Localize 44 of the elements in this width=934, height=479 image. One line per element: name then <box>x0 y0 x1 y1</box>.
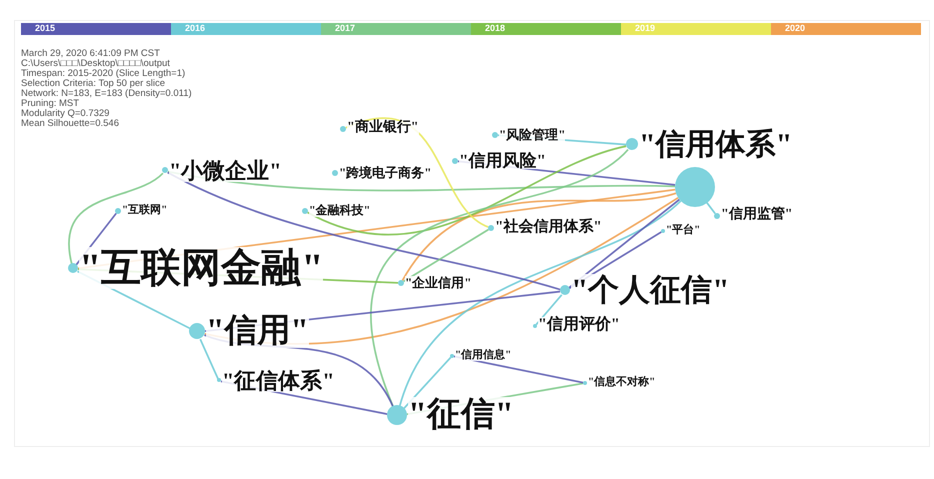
info-text: Selection Criteria: Top 50 per slice <box>21 79 165 89</box>
keyword-label: "信用评价" <box>538 317 620 334</box>
keyword-label: "信用监管" <box>721 208 793 223</box>
info-text: Modularity Q=0.7329 <box>21 109 110 119</box>
keyword-label: "小微企业" <box>169 158 282 182</box>
network-link <box>536 294 562 326</box>
keyword-label: "信用风险" <box>459 152 546 170</box>
year-label: 2016 <box>185 23 206 33</box>
year-label: 2017 <box>335 23 356 33</box>
network-link <box>403 228 489 282</box>
year-label: 2020 <box>785 23 806 33</box>
keyword-label: "信用信息" <box>455 350 512 362</box>
network-link <box>402 192 676 281</box>
keyword-label: "风险管理" <box>499 128 566 142</box>
keyword-label: "金融科技" <box>309 204 370 217</box>
info-text: Network: N=183, E=183 (Density=0.011) <box>21 89 192 99</box>
keyword-label: "平台" <box>666 224 700 236</box>
network-link <box>68 172 164 264</box>
info-text: Timespan: 2015-2020 (Slice Length=1) <box>21 69 186 79</box>
info-text: March 29, 2020 6:41:09 PM CST <box>21 49 160 59</box>
keyword-label: "信息不对称" <box>588 376 656 388</box>
network-link <box>167 172 560 290</box>
year-label: 2015 <box>35 23 56 33</box>
keyword-label: "征信体系" <box>222 368 334 392</box>
node-circle <box>675 167 715 207</box>
network-link <box>199 338 219 380</box>
keyword-label: "互联网金融" <box>79 247 324 289</box>
network-link <box>403 356 452 410</box>
keyword-label: "信用" <box>206 314 309 348</box>
network-link <box>370 148 629 408</box>
keyword-label: "社会信用体系" <box>495 220 602 236</box>
keyword-label: "商业银行" <box>347 121 419 136</box>
year-label: 2018 <box>485 23 506 33</box>
network-link <box>568 198 680 289</box>
keyword-label: "跨境电子商务" <box>339 166 432 180</box>
info-text: Pruning: MST <box>21 99 80 109</box>
network-link <box>398 200 682 407</box>
info-text: Mean Silhouette=0.546 <box>21 119 119 129</box>
keyword-label: "互联网" <box>122 204 168 216</box>
year-label: 2019 <box>635 23 656 33</box>
network-link <box>307 145 626 236</box>
network-link <box>705 200 716 214</box>
keyword-label: "企业信用" <box>405 276 472 290</box>
info-text: C:\Users\□□□\Desktop\□□□□\output <box>21 59 170 69</box>
